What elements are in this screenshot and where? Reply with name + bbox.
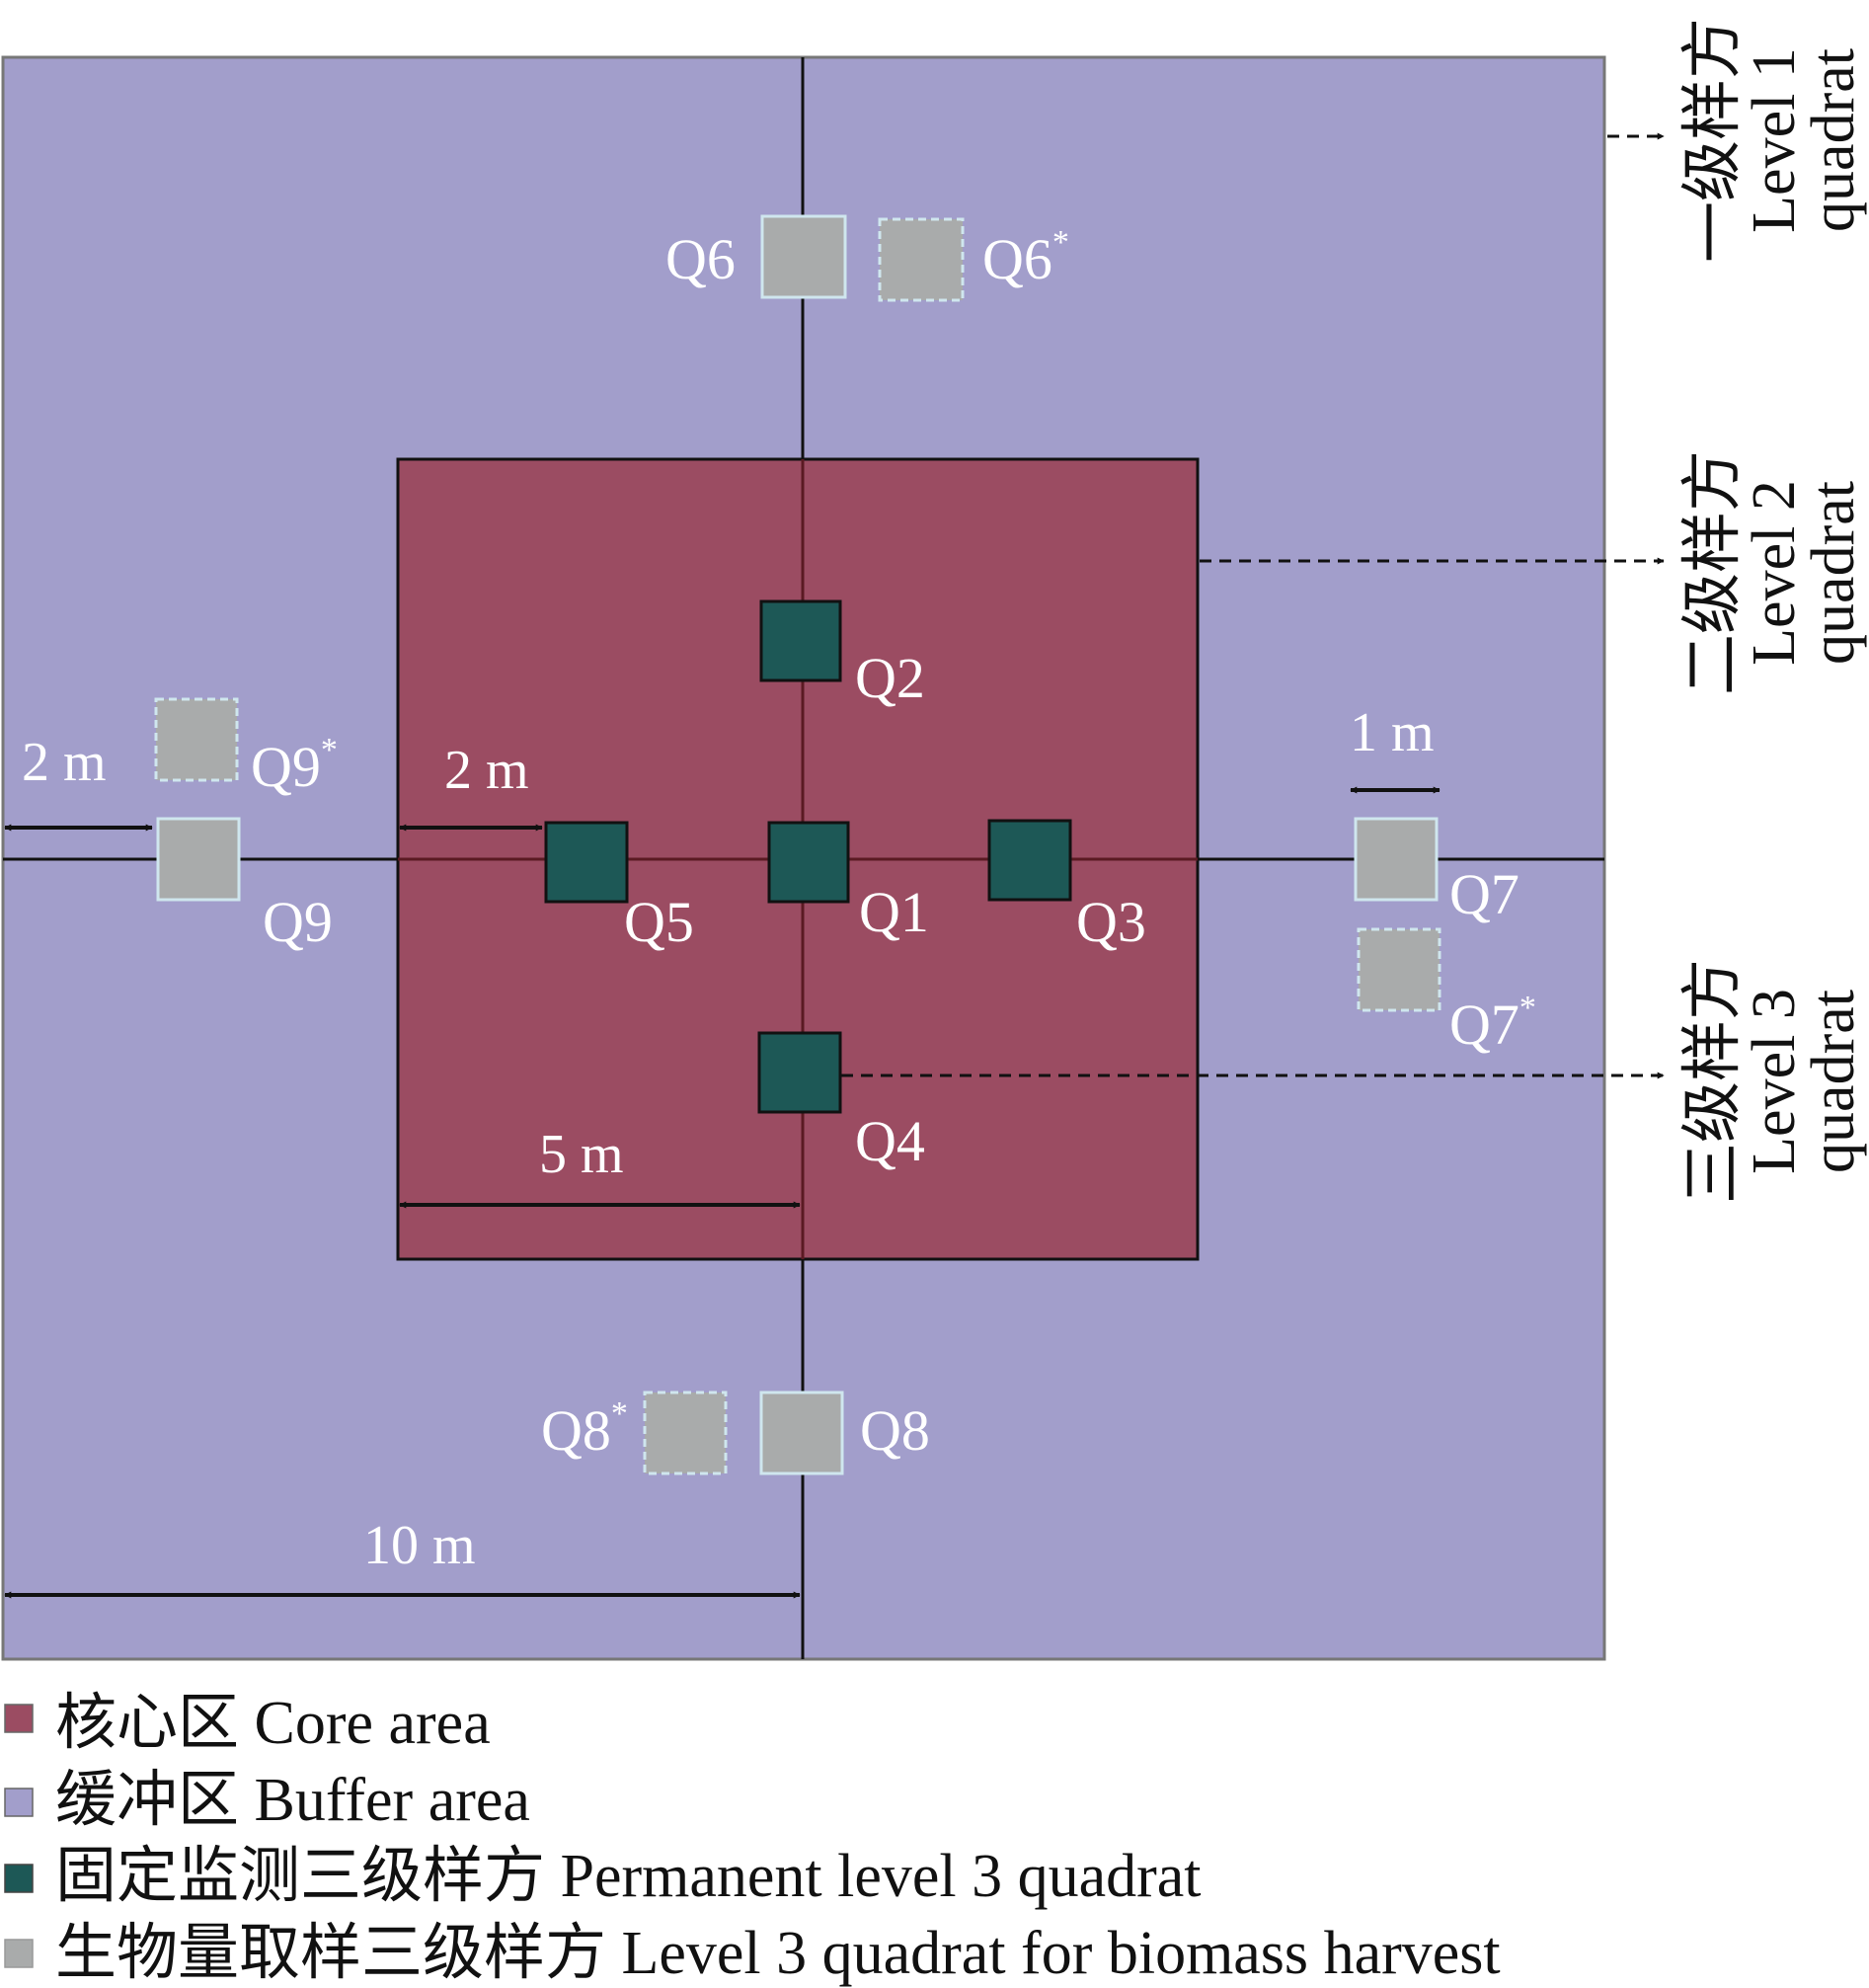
- quadrat-q2: [759, 599, 842, 682]
- quadrat-q6-star: [878, 217, 965, 302]
- label-q3: Q3: [1076, 890, 1146, 954]
- label-q8: Q8: [860, 1398, 930, 1463]
- side-label-level3: 三级样方 Level 3 quadrat: [1679, 959, 1867, 1204]
- quadrat-q4: [757, 1031, 842, 1114]
- legend-swatch-buffer: [4, 1788, 34, 1817]
- quadrat-q8: [759, 1391, 844, 1475]
- label-q4: Q4: [855, 1109, 925, 1173]
- quadrat-q9-star: [154, 697, 239, 782]
- label-q6-star: Q6*: [982, 224, 1069, 291]
- legend-swatch-core: [4, 1704, 34, 1733]
- side-label-level1: 一级样方 Level 1 quadrat: [1679, 18, 1867, 263]
- svg-text:一级样方: 一级样方: [1679, 18, 1747, 263]
- quadrat-q8-star: [643, 1391, 728, 1475]
- label-q9: Q9: [263, 890, 333, 954]
- svg-text:quadrat: quadrat: [1800, 48, 1867, 232]
- quadrat-q5: [544, 821, 629, 904]
- label-q5: Q5: [624, 890, 694, 954]
- legend-label-permanent: 固定监测三级样方 Permanent level 3 quadrat: [55, 1843, 1202, 1910]
- legend-label-biomass: 生物量取样三级样方 Level 3 quadrat for biomass ha…: [55, 1920, 1501, 1987]
- label-q1: Q1: [859, 880, 929, 944]
- svg-text:quadrat: quadrat: [1800, 481, 1867, 665]
- legend-label-buffer: 缓冲区 Buffer area: [55, 1767, 530, 1834]
- dim-label-plot-half: 10 m: [363, 1515, 476, 1576]
- legend-swatch-permanent: [4, 1864, 34, 1893]
- svg-text:Level 1: Level 1: [1741, 47, 1808, 233]
- svg-text:Level 2: Level 2: [1741, 480, 1808, 666]
- label-q2: Q2: [855, 646, 925, 710]
- legend-swatch-biomass: [4, 1939, 34, 1968]
- label-q7: Q7: [1449, 862, 1519, 926]
- dim-label-core-left: 2 m: [444, 740, 529, 801]
- label-q6: Q6: [665, 227, 736, 291]
- svg-text:Level 3: Level 3: [1741, 989, 1808, 1174]
- label-q8-star: Q8*: [541, 1395, 628, 1463]
- svg-text:二级样方: 二级样方: [1679, 450, 1747, 695]
- quadrat-q1: [767, 821, 850, 904]
- quadrat-q3: [987, 819, 1072, 902]
- dim-label-buffer-left: 2 m: [22, 732, 107, 793]
- quadrat-q9: [156, 817, 241, 902]
- quadrat-q7-star: [1357, 927, 1441, 1012]
- quadrat-q7: [1354, 817, 1439, 902]
- label-q9-star: Q9*: [251, 732, 338, 799]
- legend-label-core: 核心区 Core area: [55, 1690, 491, 1757]
- quadrat-q6: [760, 214, 847, 299]
- label-q7-star: Q7*: [1449, 990, 1536, 1057]
- dim-label-quadrat-width: 1 m: [1350, 702, 1435, 763]
- svg-text:quadrat: quadrat: [1800, 990, 1867, 1173]
- dim-label-core-half: 5 m: [539, 1124, 624, 1185]
- svg-text:三级样方: 三级样方: [1679, 959, 1747, 1204]
- side-label-level2: 二级样方 Level 2 quadrat: [1679, 450, 1867, 695]
